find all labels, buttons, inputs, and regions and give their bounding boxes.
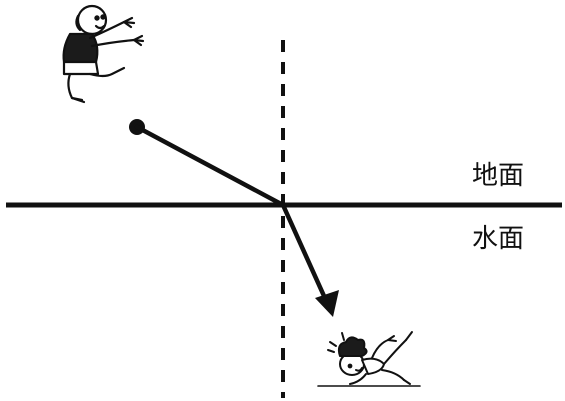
water-label: 水面 xyxy=(472,224,525,254)
jumping-man-illustration xyxy=(62,4,145,104)
incident-ray xyxy=(134,124,286,208)
refracted-ray xyxy=(280,202,327,299)
arrowhead xyxy=(315,290,339,317)
falling-child-illustration xyxy=(317,331,421,387)
ground-label: 地面 xyxy=(472,161,525,191)
